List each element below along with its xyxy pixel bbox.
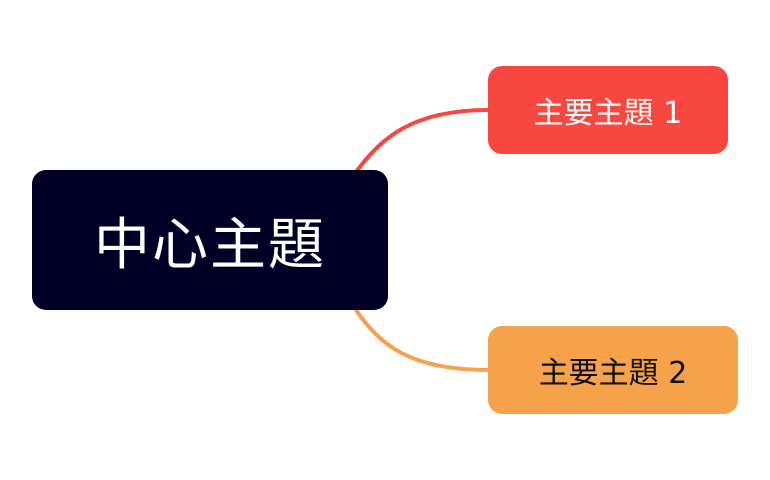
central-topic-label: 中心主題: [94, 212, 326, 278]
main-topic-1-label: 主要主題 1: [533, 96, 683, 131]
main-topic-2-label: 主要主題 2: [538, 356, 688, 391]
connector-main-topic-2: [354, 308, 490, 372]
main-topic-1-node[interactable]: 主要主題 1: [488, 66, 728, 154]
connector-main-topic-1: [354, 108, 490, 174]
central-topic-node[interactable]: 中心主題: [32, 170, 388, 310]
main-topic-2-node[interactable]: 主要主題 2: [488, 326, 738, 414]
